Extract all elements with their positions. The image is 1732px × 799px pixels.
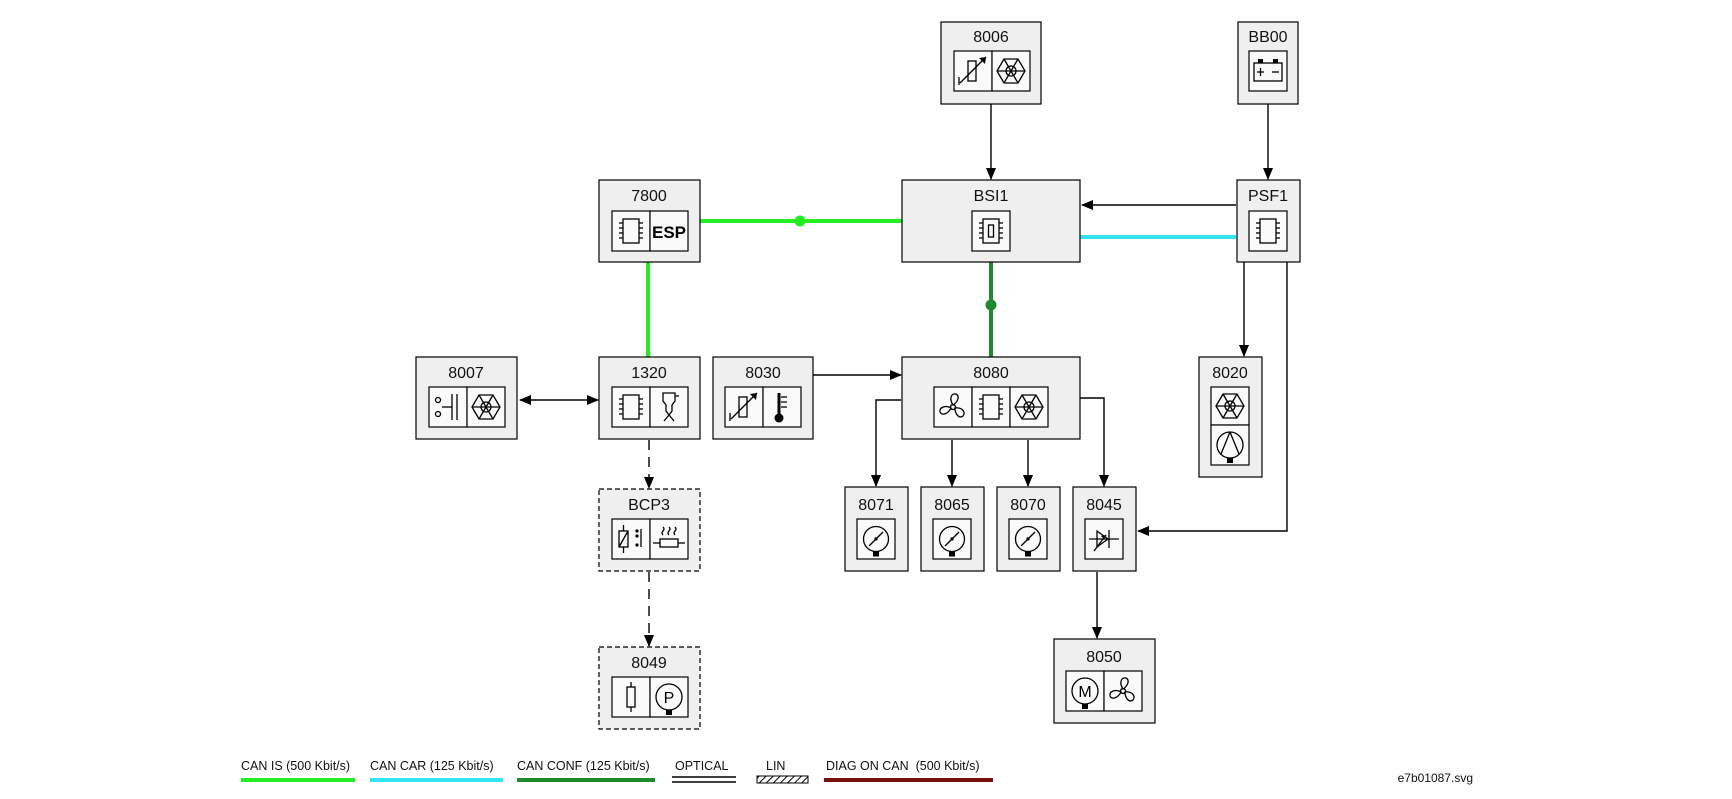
snowflake-icon (1014, 394, 1044, 420)
node-7800[interactable]: 7800 ESP (598, 179, 701, 263)
legend-item-can-is: CAN IS (500 Kbit/s) (241, 759, 355, 782)
pump-icon: P (655, 683, 683, 715)
node-8080[interactable]: 8080 (901, 356, 1081, 440)
node-bb00[interactable]: BB00 (1237, 21, 1299, 105)
compressor-icon (1216, 431, 1244, 463)
battery-icon (1253, 59, 1283, 82)
connections (519, 104, 1288, 647)
node-label: 8020 (1212, 365, 1248, 382)
link-8080-8071 (871, 399, 901, 487)
thermometer-icon (774, 393, 787, 423)
node-label: 1320 (631, 365, 667, 382)
snowflake-icon (1215, 393, 1245, 419)
resistor-icon (626, 682, 636, 712)
legend-label: CAN CONF (125 Kbit/s) (517, 759, 650, 773)
node-label: 7800 (631, 188, 667, 205)
node-8070[interactable]: 8070 (996, 486, 1061, 572)
motor-letter: M (1078, 684, 1091, 701)
bus-can-conf-junction (985, 299, 997, 311)
node-label: 8045 (1086, 497, 1122, 514)
flap-motor-icon (1014, 525, 1042, 557)
node-label: BSI1 (974, 188, 1009, 205)
snowflake-icon (471, 394, 501, 420)
node-label: 8049 (631, 655, 667, 672)
node-label: 8006 (973, 29, 1009, 46)
legend-item-diag-on-can: DIAG ON CAN (500 Kbit/s) (824, 759, 993, 782)
node-label: 8030 (745, 365, 781, 382)
node-8007[interactable]: 8007 (415, 356, 518, 440)
fuse-chip-icon (979, 218, 1003, 244)
fan-icon (939, 393, 965, 418)
node-label: 8080 (973, 365, 1009, 382)
legend-label: DIAG ON CAN (500 Kbit/s) (826, 759, 980, 773)
power-module-icon (1089, 529, 1119, 552)
legend-item-lin: LIN (756, 759, 809, 784)
legend: CAN IS (500 Kbit/s) CAN CAR (125 Kbit/s)… (241, 759, 993, 784)
node-label: BB00 (1248, 29, 1287, 46)
node-bsi1[interactable]: BSI1 (901, 179, 1081, 263)
legend-swatch (756, 775, 809, 784)
legend-label: OPTICAL (675, 759, 729, 773)
node-8045[interactable]: 8045 (1072, 486, 1137, 572)
snowflake-icon (996, 58, 1026, 84)
chip-icon (619, 218, 643, 244)
file-name: e7b01087.svg (1398, 771, 1473, 785)
esp-icon: ESP (652, 223, 686, 242)
sensor-adjust-icon (958, 56, 987, 85)
legend-item-can-car: CAN CAR (125 Kbit/s) (370, 759, 503, 782)
node-label: 8065 (934, 497, 970, 514)
node-label: 8071 (858, 497, 894, 514)
flap-motor-icon (938, 525, 966, 557)
fan-icon (1109, 677, 1135, 702)
node-label: 8050 (1086, 649, 1122, 666)
flap-motor-icon (862, 525, 890, 557)
node-8030[interactable]: 8030 (712, 356, 814, 440)
node-label: PSF1 (1248, 188, 1288, 205)
node-bcp3[interactable]: BCP3 (598, 488, 701, 572)
node-label: 8070 (1010, 497, 1046, 514)
legend-item-can-conf: CAN CONF (125 Kbit/s) (517, 759, 655, 782)
node-8065[interactable]: 8065 (920, 486, 985, 572)
link-psf1-8045 (1137, 262, 1288, 536)
heater-icon (653, 526, 685, 548)
switch-icon (434, 394, 458, 420)
node-label: BCP3 (628, 497, 670, 514)
legend-label: CAN IS (500 Kbit/s) (241, 759, 350, 773)
node-8006[interactable]: 8006 (940, 21, 1042, 105)
node-8050[interactable]: 8050 M (1053, 638, 1156, 724)
node-1320[interactable]: 1320 (598, 356, 701, 440)
pump-letter: P (664, 690, 675, 707)
node-8049[interactable]: 8049 P (598, 646, 701, 730)
relay-icon (618, 525, 642, 553)
bus-can-is-junction (794, 215, 806, 227)
legend-label: LIN (766, 759, 785, 773)
node-psf1[interactable]: PSF1 (1236, 179, 1301, 263)
chip-icon (1256, 218, 1280, 244)
chip-icon (619, 394, 643, 420)
chip-icon (979, 394, 1003, 420)
link-8080-8045 (1080, 397, 1109, 487)
node-label: 8007 (448, 365, 484, 382)
legend-item-optical: OPTICAL (672, 759, 736, 783)
motor-icon: M (1071, 677, 1099, 709)
legend-label: CAN CAR (125 Kbit/s) (370, 759, 494, 773)
node-8071[interactable]: 8071 (844, 486, 909, 572)
node-8020[interactable]: 8020 (1198, 356, 1263, 478)
sensor-adjust-icon (729, 392, 758, 421)
injector-icon (662, 392, 679, 422)
